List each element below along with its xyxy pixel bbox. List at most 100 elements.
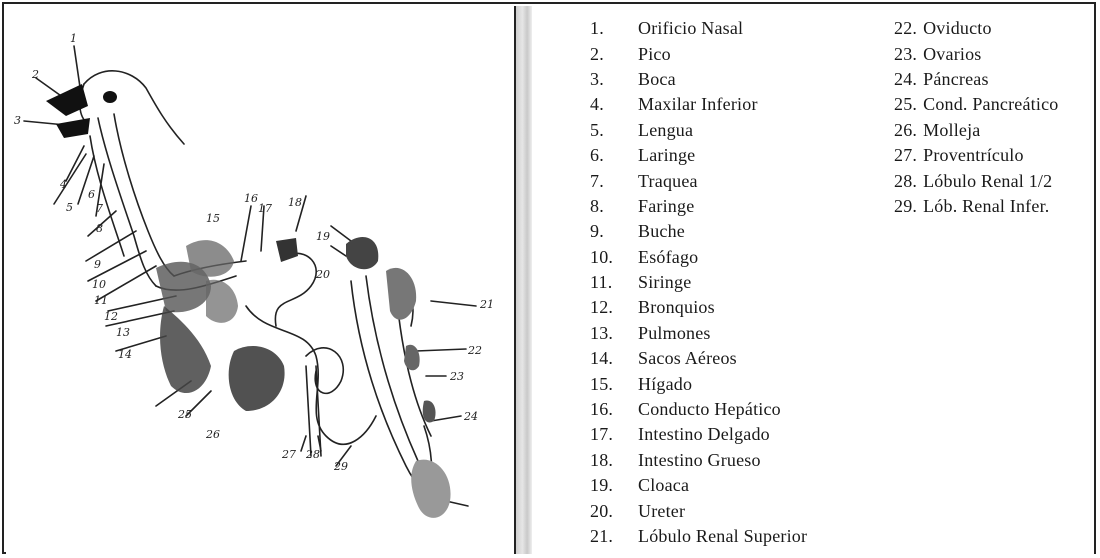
legend-item: 22. Oviducto — [894, 16, 1058, 41]
legend-column-1: 1.Orificio Nasal 2.Pico 3.Boca 4.Maxilar… — [590, 16, 807, 549]
legend-item: 15.Hígado — [590, 371, 807, 396]
legend-label: Ureter — [638, 501, 685, 522]
diagram-label-7: 7 — [96, 202, 103, 215]
legend-item: 2.Pico — [590, 41, 807, 66]
diagram-label-23: 23 — [449, 370, 464, 383]
legend-number: 10. — [590, 247, 638, 268]
bird-anatomy-illustration: 1 2 3 4 5 6 7 8 9 10 11 12 13 14 15 16 1… — [6, 6, 514, 554]
legend-number: 16. — [590, 399, 638, 420]
legend-label: Lengua — [638, 120, 693, 141]
diagram-label-20: 20 — [315, 268, 330, 281]
legend-number: 23. — [894, 44, 917, 65]
legend-number: 3. — [590, 69, 638, 90]
legend-item: 28.Lóbulo Renal 1/2 — [894, 168, 1058, 193]
diagram-label-21: 21 — [479, 298, 494, 311]
anatomy-diagram-panel: 1 2 3 4 5 6 7 8 9 10 11 12 13 14 15 16 1… — [6, 6, 516, 554]
legend-label: Sacos Aéreos — [638, 348, 737, 369]
legend-panel: 1.Orificio Nasal 2.Pico 3.Boca 4.Maxilar… — [532, 6, 1094, 554]
legend-label: Hígado — [638, 374, 692, 395]
diagram-label-11: 11 — [94, 294, 108, 307]
legend-item: 26. Molleja — [894, 118, 1058, 143]
legend-item: 20.Ureter — [590, 498, 807, 523]
legend-label: Proventrículo — [923, 145, 1024, 166]
legend-label: Ovarios — [923, 44, 981, 65]
legend-item: 27. Proventrículo — [894, 143, 1058, 168]
diagram-label-22: 22 — [467, 344, 482, 357]
diagram-label-28: 28 — [305, 448, 320, 461]
diagram-label-6: 6 — [88, 188, 95, 201]
legend-item: 16.Conducto Hepático — [590, 397, 807, 422]
legend-item: 18.Intestino Grueso — [590, 448, 807, 473]
legend-label: Pulmones — [638, 323, 711, 344]
legend-number: 2. — [590, 44, 638, 65]
legend-number: 24. — [894, 69, 917, 90]
legend-item: 14.Sacos Aéreos — [590, 346, 807, 371]
legend-label: Intestino Grueso — [638, 450, 761, 471]
legend-number: 1. — [590, 18, 638, 39]
legend-number: 26. — [894, 120, 917, 141]
legend-number: 15. — [590, 374, 638, 395]
diagram-label-26: 26 — [205, 428, 220, 441]
diagram-label-5: 5 — [66, 201, 73, 214]
legend-item: 24. Páncreas — [894, 67, 1058, 92]
legend-number: 6. — [590, 145, 638, 166]
diagram-label-19: 19 — [316, 230, 330, 243]
legend-column-2: 22. Oviducto 23. Ovarios 24. Páncreas 25.Co… — [894, 16, 1058, 219]
legend-number: 7. — [590, 171, 638, 192]
legend-number: 20. — [590, 501, 638, 522]
legend-number: 29. — [894, 196, 917, 217]
diagram-label-8: 8 — [96, 222, 103, 235]
diagram-label-14: 14 — [118, 348, 132, 361]
legend-item: 17.Intestino Delgado — [590, 422, 807, 447]
legend-label: Faringe — [638, 196, 694, 217]
diagram-label-12: 12 — [104, 310, 118, 323]
legend-label: Laringe — [638, 145, 695, 166]
legend-item: 9.Buche — [590, 219, 807, 244]
legend-label: Siringe — [638, 272, 691, 293]
legend-item: 11.Siringe — [590, 270, 807, 295]
legend-label: Traquea — [638, 171, 698, 192]
diagram-label-16: 16 — [244, 192, 258, 205]
legend-number: 13. — [590, 323, 638, 344]
legend-item: 10.Esófago — [590, 245, 807, 270]
legend-label: Oviducto — [923, 18, 992, 39]
legend-item: 19.Cloaca — [590, 473, 807, 498]
legend-number: 28. — [894, 171, 917, 192]
legend-number: 17. — [590, 424, 638, 445]
legend-item: 7.Traquea — [590, 168, 807, 193]
legend-item: 21.Lóbulo Renal Superior — [590, 524, 807, 549]
legend-item: 4.Maxilar Inferior — [590, 92, 807, 117]
legend-number: 27. — [894, 145, 917, 166]
legend-item: 25.Cond. Pancreático — [894, 92, 1058, 117]
diagram-label-25: 25 — [177, 408, 192, 421]
legend-label: Buche — [638, 221, 685, 242]
legend-label: Esófago — [638, 247, 698, 268]
legend-item: 1.Orificio Nasal — [590, 16, 807, 41]
legend-item: 23. Ovarios — [894, 41, 1058, 66]
legend-number: 4. — [590, 94, 638, 115]
legend-label: Molleja — [923, 120, 980, 141]
legend-label: Bronquios — [638, 297, 715, 318]
legend-item: 5.Lengua — [590, 118, 807, 143]
legend-number: 12. — [590, 297, 638, 318]
legend-label: Maxilar Inferior — [638, 94, 758, 115]
diagram-label-3: 3 — [14, 114, 21, 127]
legend-number: 9. — [590, 221, 638, 242]
legend-number: 21. — [590, 526, 638, 547]
legend-number: 5. — [590, 120, 638, 141]
legend-label: Lóbulo Renal Superior — [638, 526, 807, 547]
legend-label: Páncreas — [923, 69, 989, 90]
legend-number: 22. — [894, 18, 917, 39]
diagram-label-4: 4 — [59, 178, 67, 191]
legend-number: 18. — [590, 450, 638, 471]
legend-label: Intestino Delgado — [638, 424, 770, 445]
diagram-label-9: 9 — [94, 258, 101, 271]
diagram-label-10: 10 — [92, 278, 106, 291]
legend-label: Orificio Nasal — [638, 18, 743, 39]
diagram-label-18: 18 — [288, 196, 302, 209]
legend-number: 11. — [590, 272, 638, 293]
diagram-label-1: 1 — [70, 32, 77, 45]
diagram-label-15: 15 — [206, 212, 220, 225]
legend-number: 25. — [894, 94, 917, 115]
